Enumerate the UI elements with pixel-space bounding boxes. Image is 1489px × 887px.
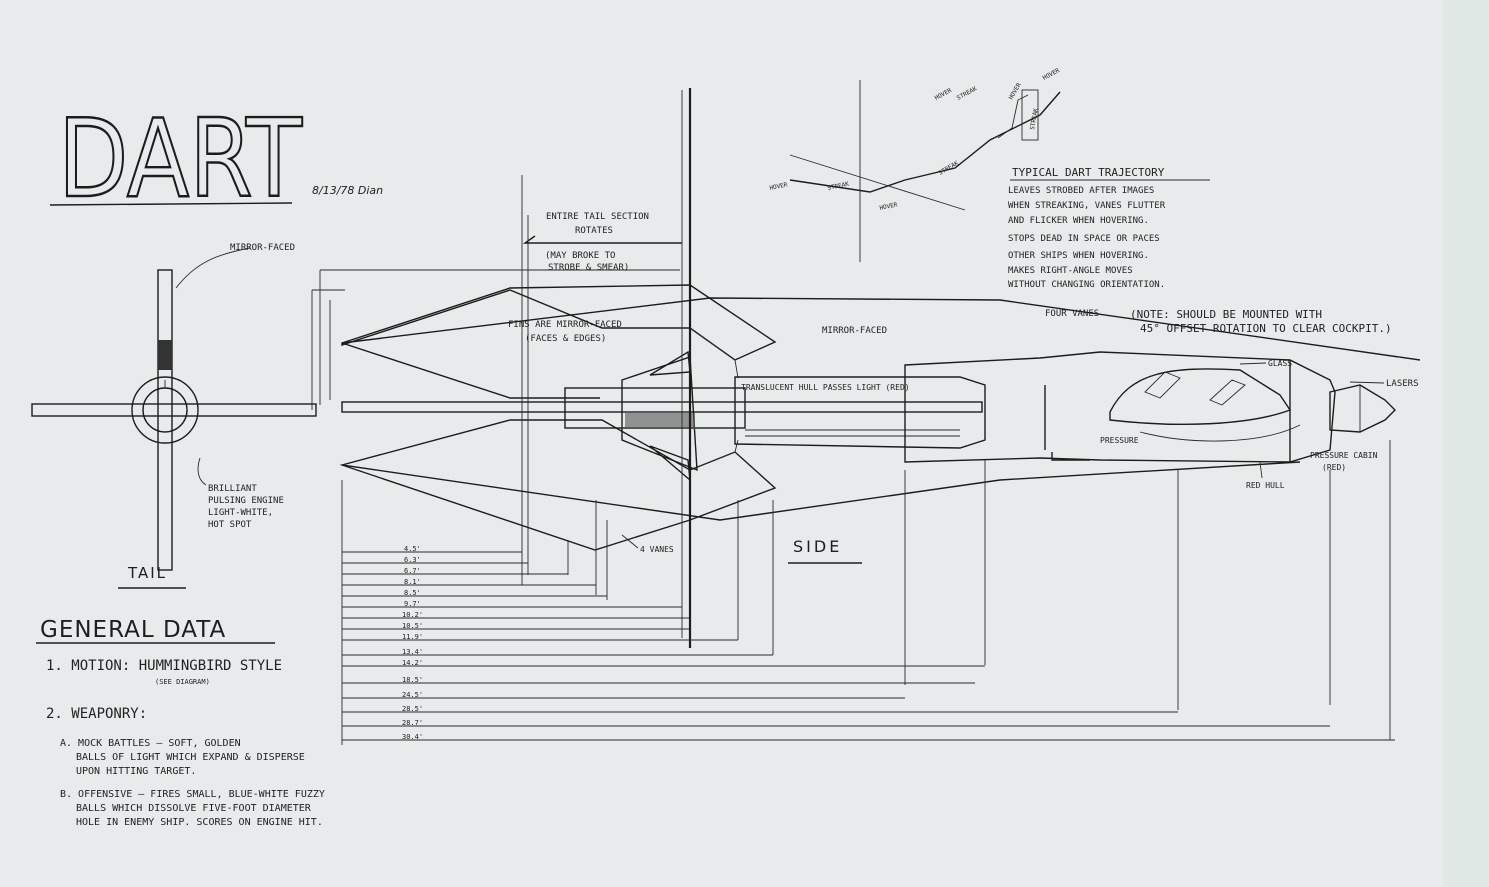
extension-lines [311, 88, 1391, 745]
rotate-arrow [522, 235, 682, 244]
vane-mount-note-2: 45° OFFSET ROTATION TO CLEAR COCKPIT.) [1140, 322, 1392, 335]
glass-leader [1239, 362, 1267, 365]
dim-label: 9.7' [404, 600, 421, 608]
side-view [339, 284, 1421, 551]
general-motion: 1. MOTION: HUMMINGBIRD STYLE [46, 658, 282, 674]
red-hull-leader [1259, 461, 1263, 479]
general-motion-sub: (SEE DIAGRAM) [155, 678, 210, 686]
vanes-4-label: 4 VANES [640, 545, 674, 554]
trajectory-text-7: WITHOUT CHANGING ORIENTATION. [1008, 280, 1165, 290]
dimension-lines [342, 551, 1395, 741]
trajectory-diagram [789, 80, 1061, 262]
trajectory-label-6: STREAK [956, 85, 979, 102]
general-item-b-2: BALLS WHICH DISSOLVE FIVE-FOOT DIAMETER [76, 803, 312, 814]
strobe-note-2: STROBE & SMEAR) [548, 263, 629, 273]
four-vanes-label: FOUR VANES [1045, 309, 1099, 319]
dim-label: 6.7' [404, 567, 421, 575]
trajectory-label-1: HOVER [769, 181, 789, 192]
lasers-label: LASERS [1386, 379, 1419, 389]
tail-rotates-1: ENTIRE TAIL SECTION [546, 212, 649, 222]
dim-label: 10.5' [402, 622, 423, 630]
general-item-a-3: UPON HITTING TARGET. [76, 766, 196, 777]
dim-label: 10.2' [402, 611, 423, 619]
trajectory-label-4: STREAK [938, 160, 961, 177]
tail-engine-note-3: LIGHT-WHITE, [208, 508, 273, 518]
glass-label: GLASS [1268, 359, 1292, 368]
tail-label: TAIL [127, 564, 167, 582]
trajectory-label-7: HOVER [1008, 82, 1023, 101]
side-label: SIDE [793, 537, 842, 556]
dim-label: 28.5' [402, 705, 423, 713]
trajectory-label-2: STREAK [827, 181, 850, 192]
trajectory-label-8: STREAK [1029, 107, 1040, 130]
tail-engine-note-2: PULSING ENGINE [208, 496, 284, 506]
dim-label: 18.5' [402, 676, 423, 684]
dim-label: 30.4' [402, 733, 423, 741]
strobe-note-1: (MAY BROKE TO [545, 251, 615, 261]
tail-rotates-2: ROTATES [575, 226, 613, 236]
general-heading: GENERAL DATA [40, 617, 226, 643]
trajectory-text-3: AND FLICKER WHEN HOVERING. [1008, 216, 1149, 226]
trajectory-title: TYPICAL DART TRAJECTORY [1012, 166, 1165, 179]
dim-label: 8.1' [404, 578, 421, 586]
title-underline [49, 202, 293, 206]
trajectory-text-4: STOPS DEAD IN SPACE OR PACES [1008, 234, 1160, 244]
vanes-4-leader [621, 534, 639, 549]
lasers-leader [1349, 381, 1385, 384]
translucent-hull-label: TRANSLUCENT HULL PASSES LIGHT (RED) [741, 383, 910, 392]
mirror-faced-label: MIRROR-FACED [822, 326, 887, 336]
fins-note-1: FINS ARE MIRROR-FACED [508, 320, 622, 330]
dim-label: 4.5' [404, 545, 421, 553]
pressure-cabin-2: (RED) [1322, 463, 1346, 472]
dim-label: 24.5' [402, 691, 423, 699]
trajectory-text-5: OTHER SHIPS WHEN HOVERING. [1008, 251, 1149, 261]
general-item-b-3: HOLE IN ENEMY SHIP. SCORES ON ENGINE HIT… [76, 817, 323, 828]
dimension-labels: 4.5' 6.3' 6.7' 8.1' 8.5' 9.7' 10.2' 10.5… [402, 545, 423, 741]
pressure-label: PRESSURE [1100, 436, 1139, 445]
dim-label: 28.7' [402, 719, 423, 727]
dim-label: 8.5' [404, 589, 421, 597]
trajectory-text-2: WHEN STREAKING, VANES FLUTTER [1008, 201, 1166, 211]
red-hull-label: RED HULL [1246, 481, 1285, 490]
title: DART [58, 97, 303, 222]
dim-label: 6.3' [404, 556, 421, 564]
dim-label: 13.4' [402, 648, 423, 656]
signature: 8/13/78 Dian [312, 184, 383, 197]
trajectory-text-6: MAKES RIGHT-ANGLE MOVES [1008, 266, 1133, 276]
tail-mirror-note: MIRROR-FACED [230, 243, 295, 253]
trajectory-text-1: LEAVES STROBED AFTER IMAGES [1008, 186, 1154, 196]
tail-engine-note-4: HOT SPOT [208, 520, 252, 530]
fins-note-2: (FACES & EDGES) [525, 334, 606, 344]
vane-mount-note-1: (NOTE: SHOULD BE MOUNTED WITH [1130, 308, 1322, 321]
general-item-b-1: B. OFFENSIVE — FIRES SMALL, BLUE-WHITE F… [60, 789, 325, 800]
trajectory-label-9: HOVER [1042, 67, 1062, 82]
tail-engine-note-1: BRILLIANT [208, 484, 257, 494]
trajectory-label-3: HOVER [879, 201, 899, 212]
trajectory-label-5: HOVER [934, 87, 954, 102]
pressure-cabin-1: PRESSURE CABIN [1310, 451, 1378, 460]
general-weaponry: 2. WEAPONRY: [46, 706, 147, 722]
dim-label: 11.9' [402, 633, 423, 641]
general-item-a-1: A. MOCK BATTLES — SOFT, GOLDEN [60, 738, 241, 749]
tail-view [31, 247, 317, 571]
dim-label: 14.2' [402, 659, 423, 667]
general-item-a-2: BALLS OF LIGHT WHICH EXPAND & DISPERSE [76, 752, 305, 763]
